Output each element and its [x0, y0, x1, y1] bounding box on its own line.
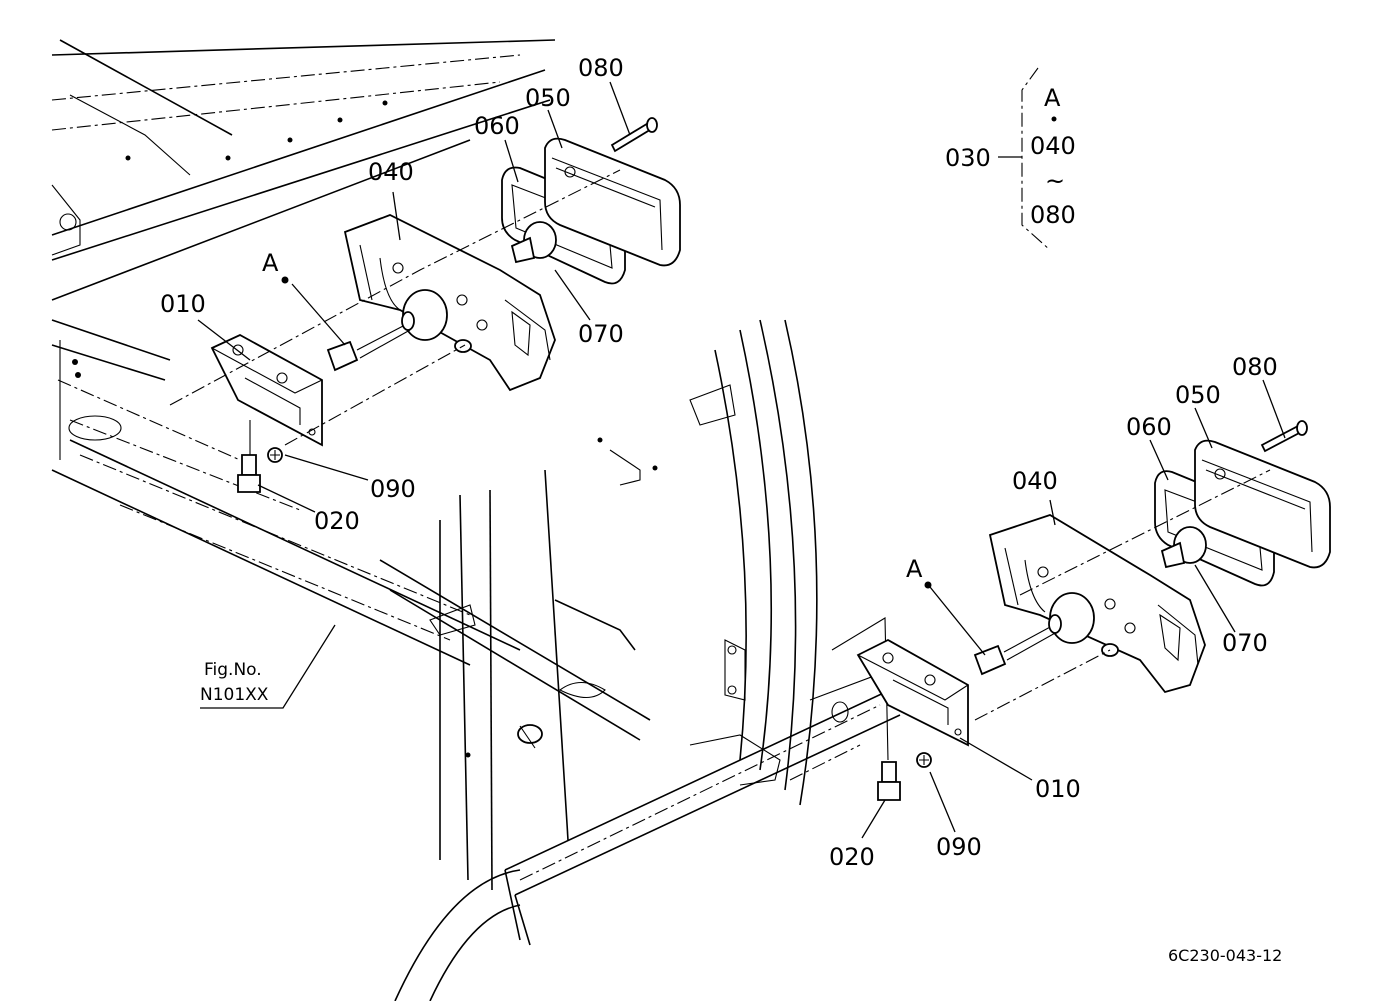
leader-lines	[197, 81, 1286, 839]
right-screw-090	[916, 752, 932, 768]
left-callout-a: A	[262, 249, 279, 277]
left-screw-080	[610, 117, 658, 153]
right-bulb-070	[1160, 526, 1207, 569]
right-screw-080	[1260, 420, 1308, 453]
left-housing-040	[343, 214, 556, 392]
left-screw-090	[267, 447, 283, 463]
left-callout-050: 050	[525, 84, 571, 112]
left-bolt-020	[237, 420, 261, 493]
left-bulb-070	[510, 221, 557, 264]
fig-reference-number: N101XX	[200, 685, 269, 705]
right-socket-a	[973, 614, 1062, 676]
right-callout-040: 040	[1012, 467, 1058, 495]
drawing-number: 6C230-043-12	[1168, 946, 1282, 965]
right-lamp-assembly	[789, 420, 1331, 801]
right-callout-050: 050	[1175, 381, 1221, 409]
left-callout-040: 040	[368, 158, 414, 186]
left-callout-090: 090	[370, 475, 416, 503]
right-callout-020: 020	[829, 843, 875, 871]
left-callout-080: 080	[578, 54, 624, 82]
assembly-key	[998, 67, 1057, 251]
assembly-key-from: 040	[1030, 132, 1076, 160]
chassis-frame	[51, 39, 901, 1002]
fig-reference-label: Fig.No.	[204, 660, 262, 680]
right-callout-a: A	[906, 555, 923, 583]
left-lamp-assembly	[169, 117, 681, 493]
left-callout-010: 010	[160, 290, 206, 318]
right-callout-010: 010	[1035, 775, 1081, 803]
assembly-key-letter: A	[1044, 84, 1061, 112]
assembly-key-tilde: ~	[1045, 167, 1065, 195]
right-housing-040	[988, 514, 1206, 694]
right-callout-090: 090	[936, 833, 982, 861]
left-callout-060: 060	[474, 112, 520, 140]
right-bolt-020	[877, 761, 901, 801]
right-callout-080: 080	[1232, 353, 1278, 381]
right-callout-070: 070	[1222, 629, 1268, 657]
left-socket-a	[326, 311, 415, 372]
assembly-key-to: 080	[1030, 201, 1076, 229]
right-bracket-010	[856, 638, 969, 747]
assembly-key-part: 030	[945, 144, 991, 172]
left-callout-020: 020	[314, 507, 360, 535]
right-callout-060: 060	[1126, 413, 1172, 441]
left-bracket-010	[210, 333, 323, 447]
left-callout-070: 070	[578, 320, 624, 348]
